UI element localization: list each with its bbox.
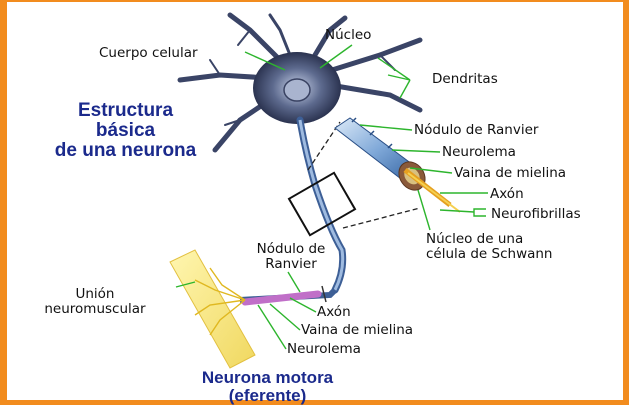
label-nodulo-2-line-1: Nódulo de <box>246 242 336 257</box>
label-neurofibrillas: Neurofibrillas <box>491 207 581 222</box>
label-union-neuromuscular: Unión neuromuscular <box>15 287 175 317</box>
label-axon-2: Axón <box>317 305 351 320</box>
label-vaina-mielina-1: Vaina de mielina <box>454 166 566 181</box>
label-vaina-mielina-2: Vaina de mielina <box>301 323 413 338</box>
label-nodulo-ranvier-1: Nódulo de Ranvier <box>414 123 538 138</box>
label-nodulo-ranvier-2: Nódulo de Ranvier <box>246 242 336 272</box>
label-schwann-line-1: Núcleo de una <box>426 232 553 247</box>
main-title-line-3: de una neurona <box>18 141 233 161</box>
muscle-fiber-shape <box>170 250 255 368</box>
motor-neuron-title: Neurona motora (eferente) <box>140 369 395 405</box>
label-cuerpo-celular: Cuerpo celular <box>99 46 198 61</box>
nucleus-shape <box>284 79 310 101</box>
lower-myelin-shape <box>245 294 318 302</box>
label-dendritas: Dendritas <box>432 72 498 87</box>
label-neurolema-2: Neurolema <box>287 342 361 357</box>
main-title-line-1: Estructura <box>18 101 233 121</box>
label-neurolema-1: Neurolema <box>442 145 516 160</box>
motor-neuron-title-line-1: Neurona motora <box>140 369 395 387</box>
main-title-line-2: básica <box>18 121 233 141</box>
label-nucleo: Núcleo <box>325 28 371 43</box>
motor-neuron-title-line-2: (eferente) <box>140 387 395 405</box>
label-union-line-2: neuromuscular <box>15 302 175 317</box>
label-axon-1: Axón <box>490 187 524 202</box>
label-union-line-1: Unión <box>15 287 175 302</box>
label-nodulo-2-line-2: Ranvier <box>246 257 336 272</box>
label-schwann-line-2: célula de Schwann <box>426 247 553 262</box>
main-title: Estructura básica de una neurona <box>18 101 233 161</box>
label-schwann: Núcleo de una célula de Schwann <box>426 232 553 262</box>
